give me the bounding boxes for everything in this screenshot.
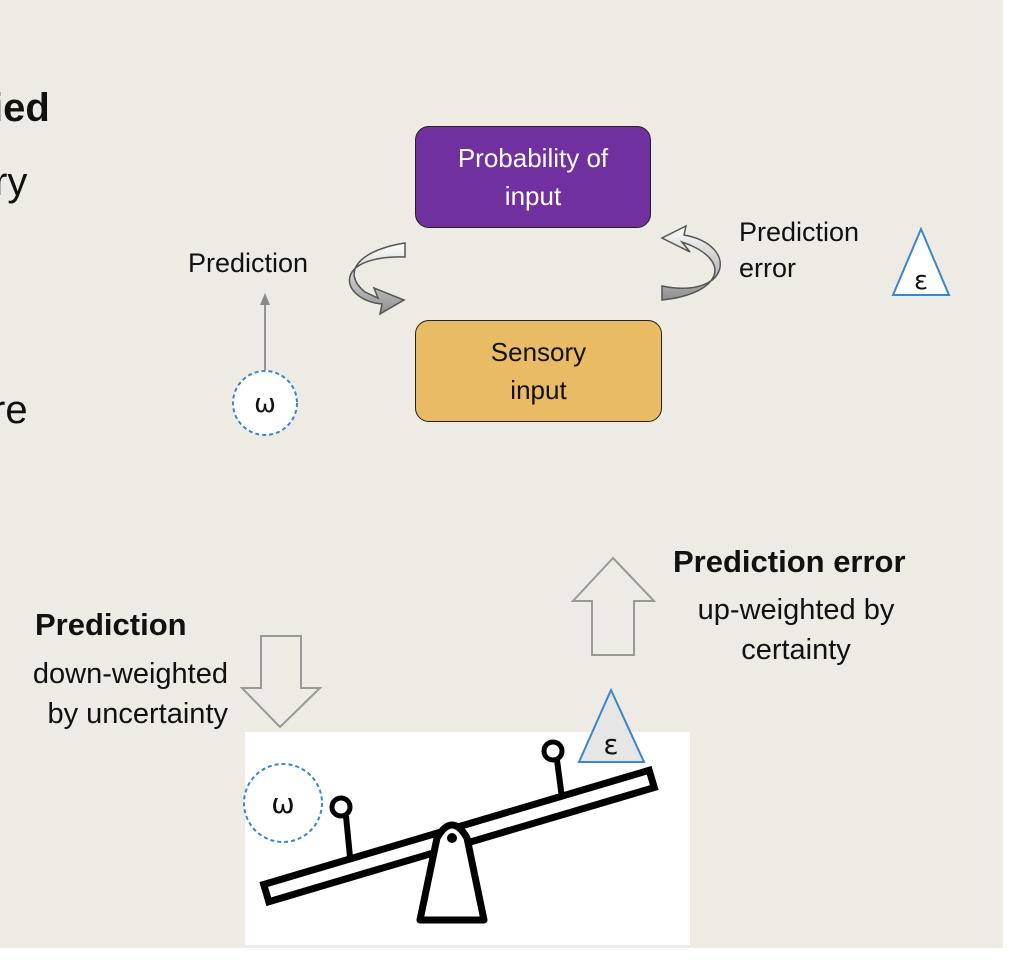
clipped-text-fragment: ry (0, 160, 28, 204)
sensory-input-box: Sensory input (415, 320, 662, 422)
thin-up-arrow-icon (260, 293, 270, 370)
prediction-error-title: Prediction error (673, 544, 906, 579)
prediction-error-subtitle: up-weighted by certainty (697, 594, 895, 666)
omega-circle-icon: ω (232, 370, 298, 436)
omega-symbol: ω (271, 787, 294, 820)
slide-background: ied ry re Probability of input Sensory i… (0, 0, 1003, 948)
omega-symbol: ω (254, 389, 276, 419)
sensory-input-label: Sensory input (490, 337, 587, 405)
hollow-down-arrow-icon (239, 635, 323, 729)
epsilon-symbol: ε (603, 728, 618, 761)
clipped-text-fragment: re (0, 388, 28, 432)
omega-circle-icon: ω (243, 763, 323, 843)
prediction-title: Prediction (35, 607, 187, 642)
epsilon-triangle-icon: ε (891, 226, 951, 296)
probability-of-input-label: Probability of input (457, 143, 609, 211)
epsilon-symbol: ε (914, 266, 928, 296)
prediction-error-label: Prediction error (739, 217, 860, 283)
seesaw-icon (259, 739, 659, 924)
hollow-up-arrow-icon (570, 556, 657, 656)
prediction-label: Prediction (188, 248, 309, 278)
prediction-subtitle: down-weighted by uncertainty (32, 658, 228, 730)
curved-arrow-right-icon (660, 224, 722, 301)
curved-arrow-left-icon (348, 242, 406, 316)
diagram-graphics: ω ε ε (232, 224, 951, 924)
epsilon-triangle-icon: ε (577, 687, 646, 763)
probability-of-input-box: Probability of input (415, 126, 651, 228)
clipped-text-fragment: ied (0, 86, 50, 130)
